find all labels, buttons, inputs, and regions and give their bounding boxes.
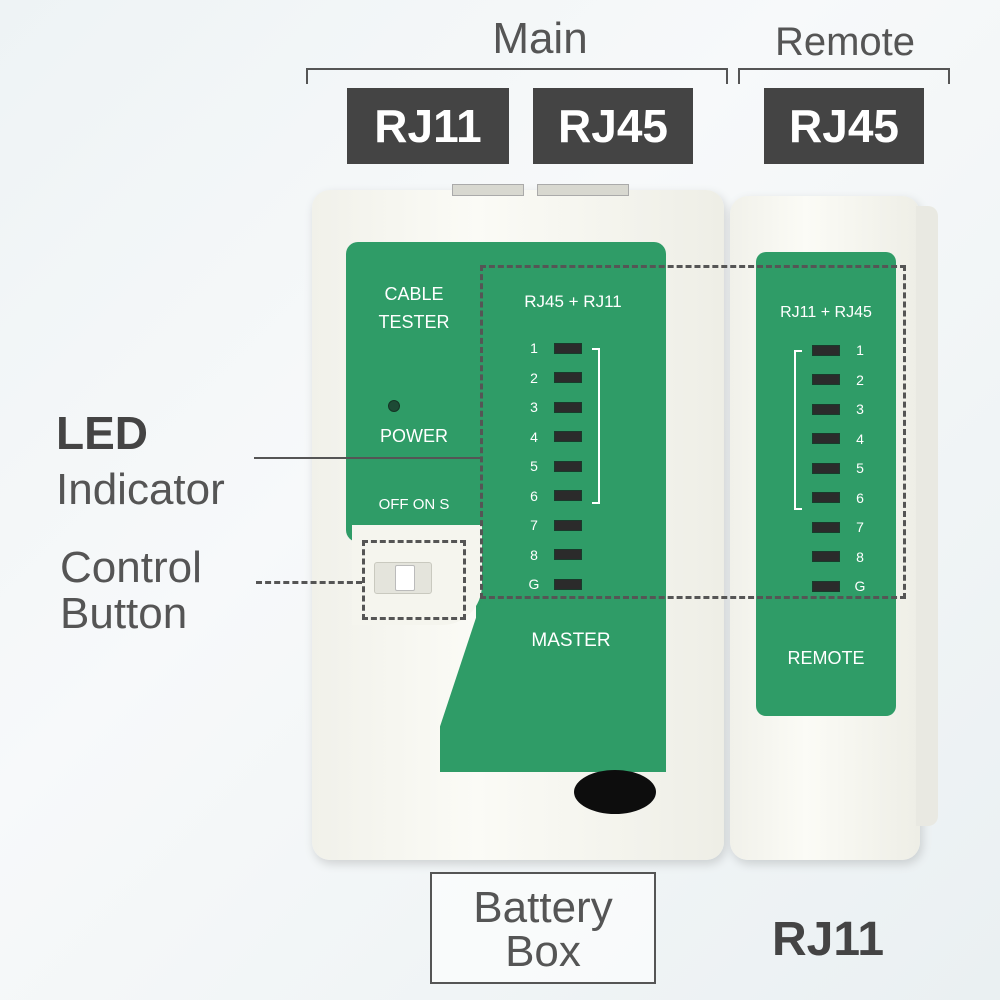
master-led-number: 4 xyxy=(530,428,538,445)
switch-knob[interactable] xyxy=(395,565,415,591)
remote-led-row: 7 xyxy=(812,519,870,535)
power-led-icon xyxy=(388,400,400,412)
battery-callout-box: Battery Box xyxy=(430,872,656,984)
master-led-row: 4 xyxy=(524,429,582,445)
led-callout-title: LED xyxy=(56,407,148,459)
master-unit: CABLE TESTER POWER OFF ON S RJ45 + RJ11 … xyxy=(312,184,724,860)
battery-callout-line1: Battery xyxy=(473,883,613,932)
brand-line2: TESTER xyxy=(378,312,450,332)
main-bracket xyxy=(306,68,728,84)
remote-led-row: 8 xyxy=(812,549,870,565)
remote-led-row: 1 xyxy=(812,342,870,358)
remote-led-icon xyxy=(812,344,840,356)
port-badge-main-rj11: RJ11 xyxy=(347,88,509,164)
master-led-icon xyxy=(554,519,582,531)
control-callout-line2: Button xyxy=(60,589,188,638)
master-led-number: 8 xyxy=(530,546,538,563)
master-led-row: G xyxy=(524,576,582,592)
remote-led-row: 3 xyxy=(812,401,870,417)
remote-led-icon xyxy=(812,521,840,533)
master-led-number: 5 xyxy=(530,458,538,474)
bottom-rj11-label: RJ11 xyxy=(772,913,885,966)
battery-callout-line2: Box xyxy=(505,927,581,976)
remote-led-bracket xyxy=(794,350,802,510)
master-name: MASTER xyxy=(531,630,611,651)
remote-side-edge xyxy=(916,206,938,826)
remote-led-header: RJ11 + RJ45 xyxy=(780,304,872,321)
control-callout-line1: Control xyxy=(60,543,202,592)
master-led-row: 7 xyxy=(524,517,582,533)
master-led-icon xyxy=(554,431,582,442)
remote-led-number: 5 xyxy=(856,460,864,476)
remote-led-icon xyxy=(812,403,840,415)
master-lower-panel xyxy=(440,590,666,772)
remote-led-icon xyxy=(812,374,840,385)
remote-group-label: Remote xyxy=(774,20,916,64)
main-group-label: Main xyxy=(492,14,588,63)
remote-led-icon xyxy=(812,580,840,592)
control-highlight-box xyxy=(362,540,466,620)
remote-led-icon xyxy=(812,462,840,474)
master-led-row: 6 xyxy=(524,488,582,504)
rj45-port xyxy=(537,184,629,196)
remote-led-number: 2 xyxy=(856,371,864,388)
master-led-number: 3 xyxy=(530,399,538,415)
master-led-icon xyxy=(554,578,582,590)
remote-led-icon xyxy=(812,492,840,503)
master-led-row: 3 xyxy=(524,399,582,415)
master-led-row: 8 xyxy=(524,547,582,563)
master-left-panel xyxy=(346,242,486,542)
master-led-icon xyxy=(554,401,582,413)
led-callout-line xyxy=(254,457,482,459)
master-led-number: 1 xyxy=(530,340,538,356)
led-callout-subtitle: Indicator xyxy=(56,465,225,514)
master-led-row: 2 xyxy=(524,370,582,386)
master-led-header: RJ45 + RJ11 xyxy=(524,292,622,311)
master-led-number: 2 xyxy=(530,369,538,386)
battery-box-button[interactable] xyxy=(574,770,656,814)
master-led-bracket xyxy=(592,348,600,504)
port-badge-remote-rj45: RJ45 xyxy=(764,88,924,164)
remote-bracket xyxy=(738,68,950,84)
remote-led-row: 2 xyxy=(812,372,870,388)
master-led-icon xyxy=(554,460,582,472)
master-led-number: G xyxy=(528,576,540,592)
master-led-number: 7 xyxy=(530,517,538,533)
master-led-number: 6 xyxy=(530,487,538,504)
remote-led-number: 3 xyxy=(856,401,864,417)
remote-led-number: 8 xyxy=(856,548,864,565)
remote-name: REMOTE xyxy=(787,648,865,668)
rj11-port xyxy=(452,184,524,196)
remote-led-panel xyxy=(756,252,896,716)
control-switch[interactable] xyxy=(374,562,432,594)
remote-led-number: 6 xyxy=(856,489,864,506)
master-led-row: 1 xyxy=(524,340,582,356)
remote-led-icon xyxy=(812,551,840,562)
remote-led-number: 7 xyxy=(856,519,864,535)
remote-led-row: 4 xyxy=(812,431,870,447)
port-badge-main-rj45: RJ45 xyxy=(533,88,693,164)
master-led-icon xyxy=(554,372,582,383)
switch-label: OFF ON S xyxy=(378,496,450,513)
master-led-icon xyxy=(554,490,582,501)
remote-led-row: 5 xyxy=(812,460,870,476)
remote-led-icon xyxy=(812,433,840,444)
remote-led-row: 6 xyxy=(812,490,870,506)
master-led-icon xyxy=(554,549,582,560)
remote-led-number: G xyxy=(854,578,866,594)
power-label: POWER xyxy=(379,426,448,446)
remote-led-row: G xyxy=(812,578,870,594)
master-led-icon xyxy=(554,342,582,354)
control-callout-line xyxy=(256,581,362,584)
master-led-row: 5 xyxy=(524,458,582,474)
led-highlight-box xyxy=(480,265,906,599)
remote-led-number: 4 xyxy=(856,430,864,447)
brand-line1: CABLE xyxy=(384,284,444,304)
remote-led-number: 1 xyxy=(856,342,864,358)
